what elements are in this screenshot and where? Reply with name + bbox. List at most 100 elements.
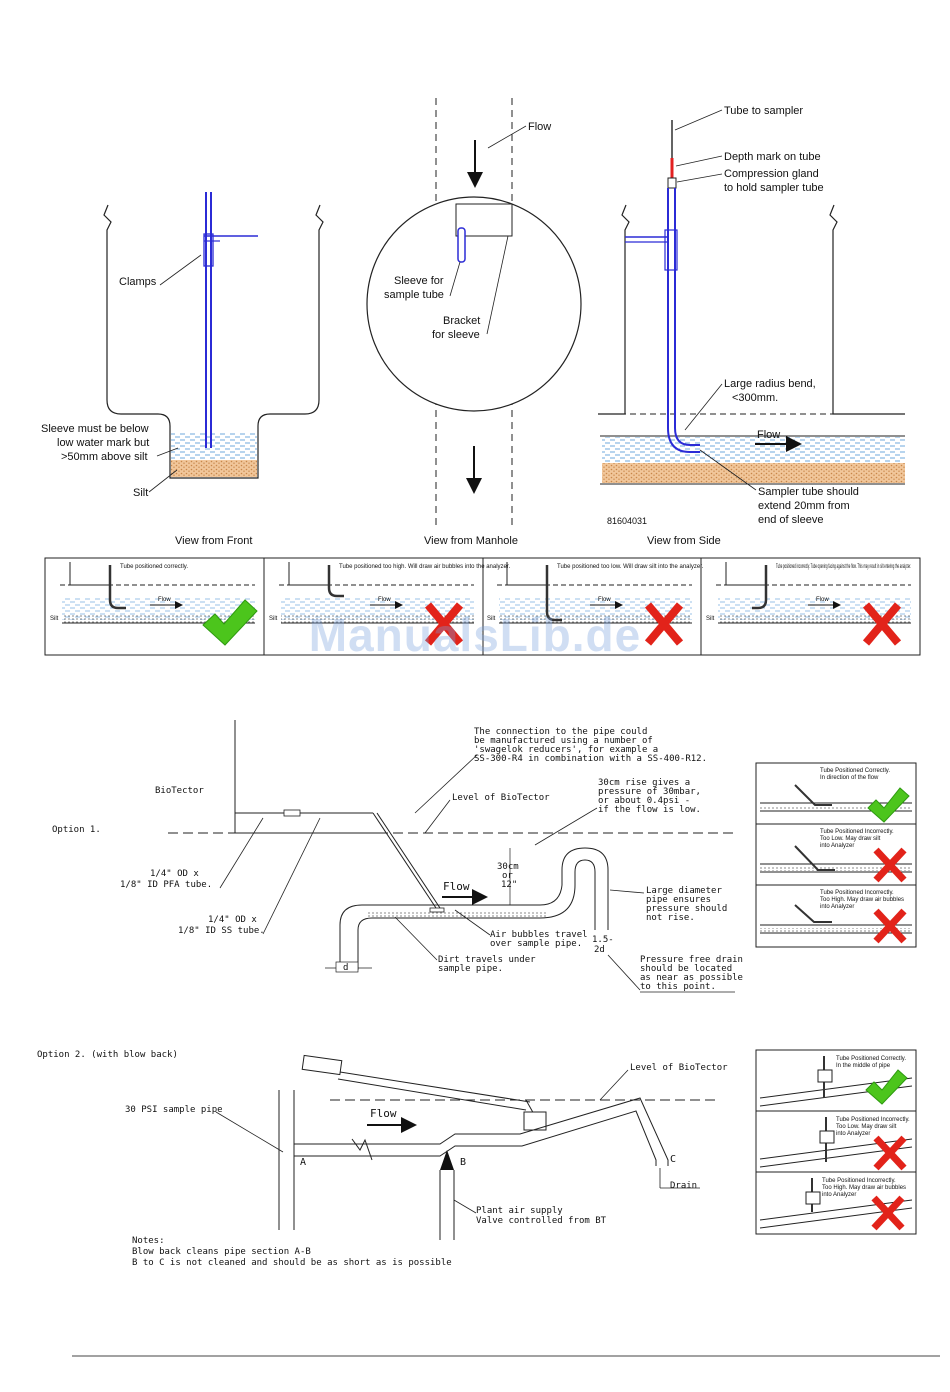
strip-silt-1: Silt <box>50 616 59 622</box>
bend-label-2: <300mm. <box>732 392 778 404</box>
ss-2: 1/8" ID SS tube. <box>178 926 265 936</box>
o2-inset-note-3a: Tube Positioned Incorrectly. <box>822 1178 896 1184</box>
o1-inset-note-2b: Too Low. May draw silt <box>820 836 881 842</box>
drain-1: Pressure free drain <box>640 955 743 965</box>
o1-inset-note-3c: into Analyzer <box>820 904 854 910</box>
strip-silt-3: Silt <box>487 616 496 622</box>
notes-line-2: B to C is not cleaned and should be as s… <box>132 1258 452 1268</box>
drain-2: should be located <box>640 964 732 974</box>
o2-inset-note-1b: In the middle of pipe <box>836 1063 891 1069</box>
rise-2: pressure of 30mbar, <box>598 787 701 797</box>
extend-label-2: extend 20mm from <box>758 500 850 512</box>
pfa-2: 1/8" ID PFA tube. <box>120 880 212 890</box>
drain-label: Drain <box>670 1181 697 1191</box>
strip-panel-correct: Flow Silt Tube positioned correctly. <box>50 562 258 646</box>
clamps-label: Clamps <box>119 276 157 288</box>
biotector-label: BioTector <box>155 786 204 796</box>
strip-flow-3: Flow <box>598 597 611 603</box>
notes-title: Notes: <box>132 1236 165 1246</box>
strip-note-1: Tube positioned correctly. <box>120 564 188 570</box>
option2-diagram: Option 2. (with blow back) Level of BioT… <box>37 1050 728 1268</box>
rise-dim-3: 12" <box>501 880 517 890</box>
option1-inset-too-high: Tube Positioned Incorrectly. Too High. M… <box>760 890 912 944</box>
side-flow-label: Flow <box>757 429 780 441</box>
option2-inset-correct: Tube Positioned Correctly. In the middle… <box>759 1056 913 1107</box>
strip-flow-4: Flow <box>816 597 829 603</box>
option2-flow-label: Flow <box>370 1107 397 1120</box>
o1-inset-note-3a: Tube Positioned Incorrectly. <box>820 890 894 896</box>
cross-icon <box>862 602 902 646</box>
drain-3: as near as possible <box>640 973 743 983</box>
bracket-label-2: for sleeve <box>432 329 480 341</box>
strip-silt-4: Silt <box>706 616 715 622</box>
tube-to-sampler-label: Tube to sampler <box>724 105 803 117</box>
silt-label: Silt <box>133 487 148 499</box>
cross-icon <box>871 1195 905 1231</box>
notes-line-1: Blow back cleans pipe section A-B <box>132 1247 311 1257</box>
gland-label-2: to hold sampler tube <box>724 182 824 194</box>
strip-note-4: Tube positioned incorrectly. Tube openin… <box>776 564 911 570</box>
rise-4: if the flow is low. <box>598 805 701 815</box>
rise-dim-1: 30cm <box>497 862 519 872</box>
large-diam-1: Large diameter <box>646 886 722 896</box>
option2-inset-too-low: Tube Positioned Incorrectly. Too Low. Ma… <box>759 1117 913 1171</box>
dirt-2: sample pipe. <box>438 964 503 974</box>
option2-insets: Tube Positioned Correctly. In the middle… <box>755 1049 917 1235</box>
dim15-2: 2d <box>594 945 605 955</box>
option1-inset-too-low: Tube Positioned Incorrectly. Too Low. Ma… <box>760 829 912 883</box>
cross-icon <box>873 908 907 944</box>
d-dim: d <box>343 963 348 973</box>
connection-2: be manufactured using a number of <box>474 736 653 746</box>
cross-icon <box>873 1135 907 1171</box>
position-strip: Flow Silt Tube positioned correctly. Flo… <box>44 557 921 656</box>
o2-inset-note-2c: into Analyzer <box>836 1131 870 1137</box>
bend-label-1: Large radius bend, <box>724 378 816 390</box>
pfa-1: 1/4" OD x <box>150 869 199 879</box>
sleeve-label-1: Sleeve for <box>394 275 444 287</box>
sleeve-note-3: >50mm above silt <box>61 451 148 463</box>
connection-4: SS-300-R4 in combination with a SS-400-R… <box>474 754 707 764</box>
air-bubbles-2: over sample pipe. <box>490 939 582 949</box>
option2-title: Option 2. (with blow back) <box>37 1050 178 1060</box>
ss-1: 1/4" OD x <box>208 915 257 925</box>
o1-inset-note-3b: Too High. May draw air bubbles <box>820 897 904 903</box>
point-c: C <box>670 1154 676 1165</box>
drain-4: to this point. <box>640 982 716 992</box>
watermark: ManualsLib.de <box>308 609 642 661</box>
option1-inset-correct: Tube Positioned Correctly. In direction … <box>760 768 912 823</box>
bracket-label-1: Bracket <box>443 315 480 327</box>
strip-flow-1: Flow <box>158 597 171 603</box>
strip-silt-2: Silt <box>269 616 278 622</box>
manhole-flow-label: Flow <box>528 121 551 133</box>
option1-title: Option 1. <box>52 825 101 835</box>
gland-label-1: Compression gland <box>724 168 819 180</box>
option2-inset-too-high: Tube Positioned Incorrectly. Too High. M… <box>759 1178 913 1231</box>
option1-diagram: Option 1. BioTector Flow 30cm or 12" The… <box>52 720 743 993</box>
o2-inset-note-2a: Tube Positioned Incorrectly. <box>836 1117 910 1123</box>
sleeve-note-2: low water mark but <box>57 437 149 449</box>
option2-level: Level of BioTector <box>630 1063 728 1073</box>
checkmark-icon <box>865 1069 908 1105</box>
strip-panel-too-low: Flow Silt Tube positioned too low. Will … <box>487 562 704 646</box>
strip-panel-too-high: Flow Silt Tube positioned too high. Will… <box>269 562 511 646</box>
drawing-code: 81604031 <box>607 516 647 526</box>
o2-inset-note-2b: Too Low. May draw silt <box>836 1124 897 1130</box>
air-bubbles-1: Air bubbles travel <box>490 930 588 940</box>
strip-note-3: Tube positioned too low. Will draw silt … <box>557 564 704 570</box>
sleeve-note-1: Sleeve must be below <box>41 423 149 435</box>
point-b: B <box>460 1157 466 1168</box>
dim15-1: 1.5- <box>592 935 614 945</box>
side-view: Flow Tube to sampler Depth mark on tube … <box>598 105 905 547</box>
cross-icon <box>873 847 907 883</box>
large-diam-3: pressure should <box>646 904 727 914</box>
rise-1: 30cm rise gives a <box>598 778 690 788</box>
air-supply-1: Plant air supply <box>476 1206 563 1216</box>
front-caption: View from Front <box>175 535 252 547</box>
checkmark-icon <box>202 599 258 646</box>
rise-3: or about 0.4psi - <box>598 796 690 806</box>
connection-1: The connection to the pipe could <box>474 727 647 737</box>
large-diam-4: not rise. <box>646 913 695 923</box>
o2-inset-note-1a: Tube Positioned Correctly. <box>836 1056 906 1062</box>
point-a: A <box>300 1157 306 1168</box>
